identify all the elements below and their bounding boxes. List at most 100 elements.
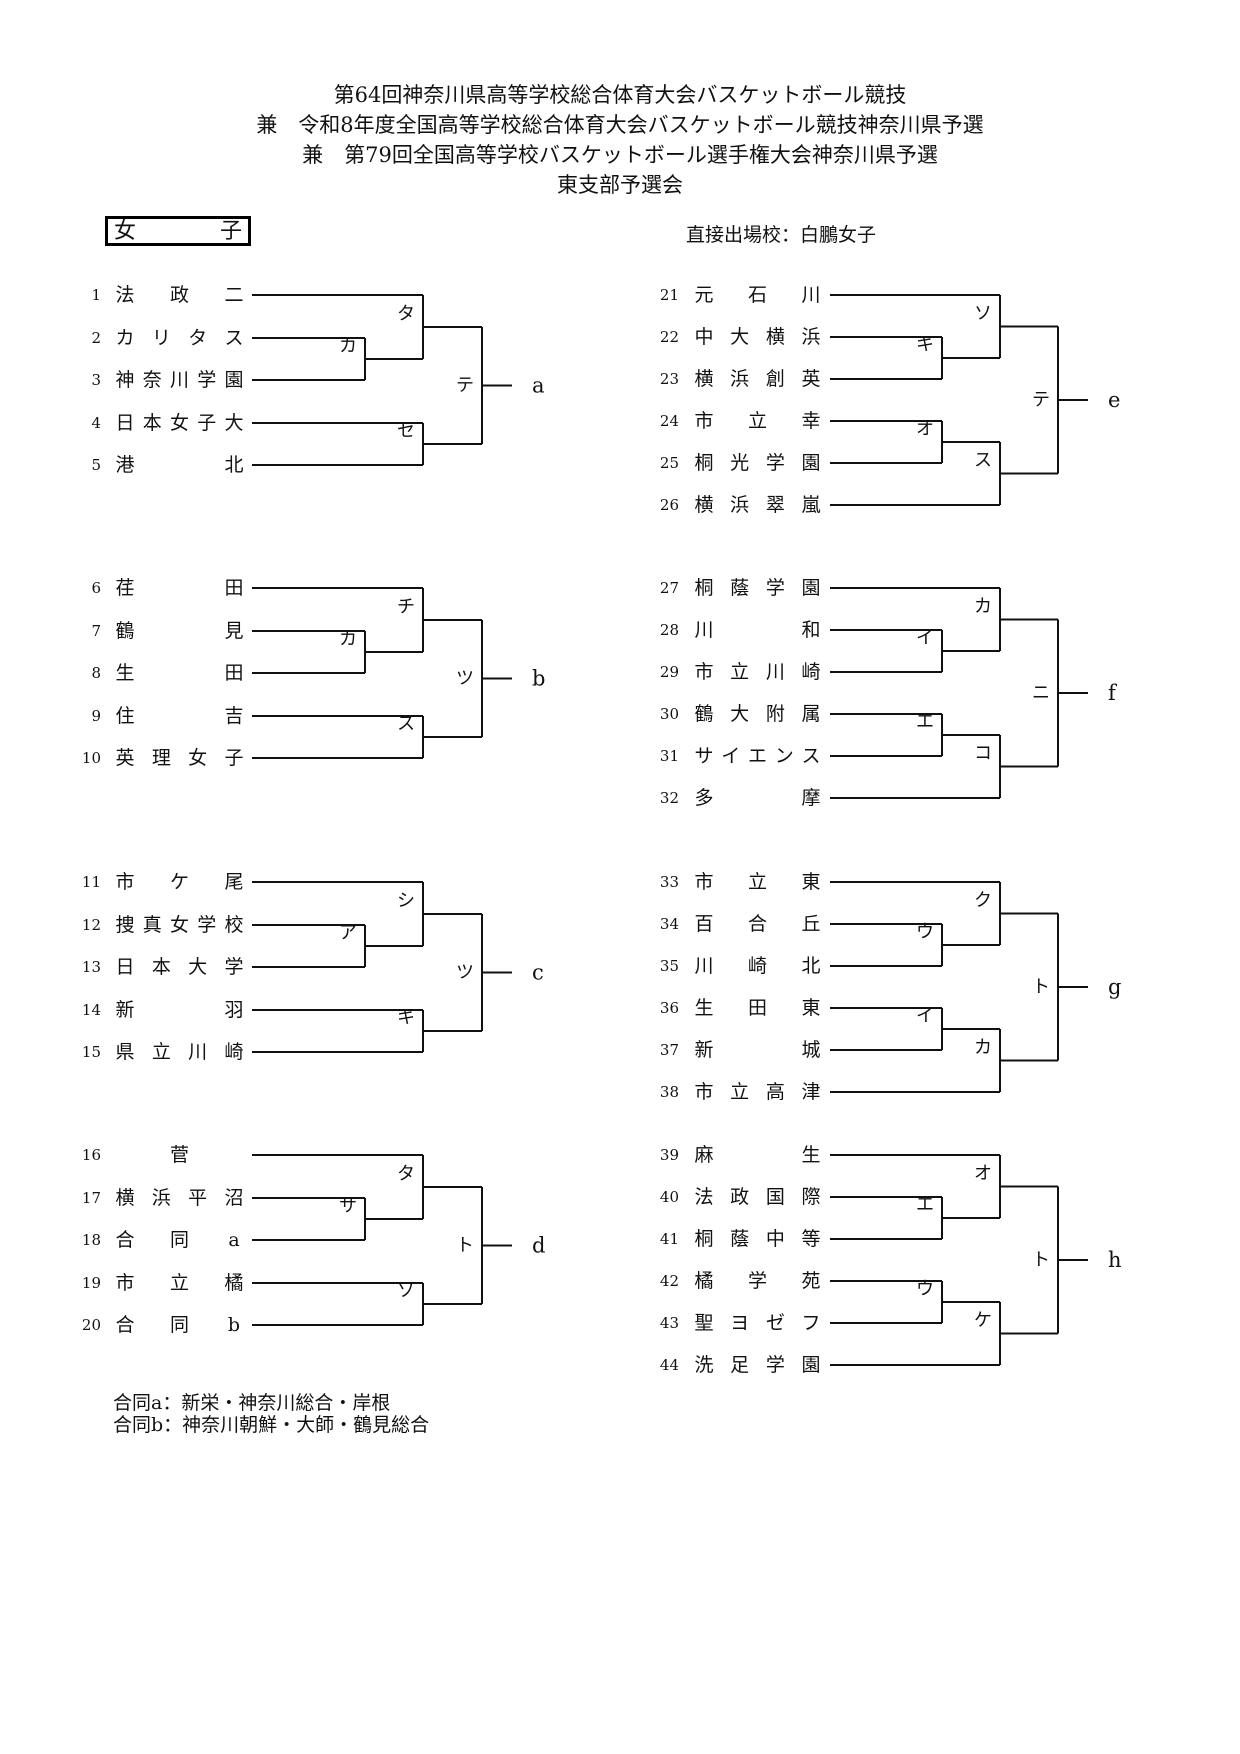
team-name-char: 立 xyxy=(748,871,767,893)
final-match-label: ツ xyxy=(456,668,474,689)
title-line-1: 第64回神奈川県高等学校総合体育大会バスケットボール競技 xyxy=(333,83,907,107)
team-name-char: 立 xyxy=(730,661,749,683)
semifinal-match-label: ス xyxy=(974,450,992,471)
final-match-label: テ xyxy=(1032,390,1050,411)
team-name-char: 幸 xyxy=(801,410,820,432)
team-name-char: 立 xyxy=(730,1081,749,1103)
team-name-char: 田 xyxy=(748,997,767,1019)
semifinal-match-label: セ xyxy=(397,421,415,442)
team-name-char: 市 xyxy=(115,1272,134,1294)
team-name-char: イ xyxy=(721,745,740,767)
team-name-char: 附 xyxy=(766,703,785,725)
seed-number: 25 xyxy=(660,454,679,472)
team-name-char: 子 xyxy=(197,412,216,434)
team-name-char: 捜 xyxy=(115,914,134,936)
seed-number: 29 xyxy=(660,663,679,681)
round1-match-label: エ xyxy=(916,1195,934,1216)
seed-number: 40 xyxy=(660,1188,679,1206)
team-name-char: 市 xyxy=(115,871,134,893)
seed-number: 11 xyxy=(82,873,101,891)
division-label-box: 女 子 xyxy=(105,216,251,246)
team-name-char: 生 xyxy=(801,1144,820,1166)
bracket-output-letter: h xyxy=(1108,1248,1122,1272)
semifinal-match-label: オ xyxy=(974,1163,992,1184)
division-char-2: 子 xyxy=(219,219,242,244)
semifinal-match-label: ソ xyxy=(397,1281,415,1302)
seed-number: 39 xyxy=(660,1146,679,1164)
team-name-char: 鶴 xyxy=(115,620,134,642)
team-name-char: 中 xyxy=(766,1228,785,1250)
team-name-char: 学 xyxy=(766,452,785,474)
team-name-char: ス xyxy=(224,327,243,349)
team-name-char: サ xyxy=(694,745,713,767)
team-name-char: a xyxy=(228,1229,239,1251)
team-name-char: 川 xyxy=(188,1041,207,1063)
semifinal-match-label: ケ xyxy=(974,1310,992,1331)
team-name-char: 見 xyxy=(224,620,243,642)
team-name-char: 立 xyxy=(170,1272,189,1294)
team-name-char: 川 xyxy=(694,619,713,641)
team-name-char: 洗 xyxy=(694,1354,713,1376)
seed-number: 17 xyxy=(82,1189,101,1207)
final-match-label: ト xyxy=(456,1235,474,1256)
team-name-char: 石 xyxy=(748,284,767,306)
team-name-char: 合 xyxy=(748,913,767,935)
round1-match-label: ウ xyxy=(916,1279,934,1300)
team-name-char: 浜 xyxy=(730,368,749,390)
team-name-char: 菅 xyxy=(170,1144,189,1166)
seed-number: 12 xyxy=(82,916,101,934)
joint-team-note-b: 合同b：神奈川朝鮮・大師・鶴見総合 xyxy=(113,1414,430,1436)
team-name-char: 英 xyxy=(801,368,820,390)
team-name-char: 同 xyxy=(170,1314,189,1336)
seed-number: 21 xyxy=(660,286,679,304)
team-name-char: ヨ xyxy=(730,1312,749,1334)
team-name-char: 新 xyxy=(694,1039,713,1061)
seed-number: 7 xyxy=(91,622,101,640)
bracket-output-letter: c xyxy=(532,961,544,985)
team-name-char: 女 xyxy=(188,747,207,769)
team-name-char: 国 xyxy=(766,1186,785,1208)
seed-number: 27 xyxy=(660,579,679,597)
round1-match-label: キ xyxy=(916,335,934,356)
team-name-char: 浜 xyxy=(152,1187,171,1209)
seed-number: 20 xyxy=(82,1316,101,1334)
seed-number: 33 xyxy=(660,873,679,891)
seed-number: 16 xyxy=(82,1146,101,1164)
team-name-char: 創 xyxy=(766,368,785,390)
seed-number: 4 xyxy=(91,414,101,432)
team-name-char: 園 xyxy=(224,369,243,391)
team-name-char: 学 xyxy=(748,1270,767,1292)
team-name-char: ゼ xyxy=(766,1312,785,1334)
round1-match-label: ア xyxy=(339,923,357,944)
team-name-char: 城 xyxy=(801,1039,820,1061)
final-match-label: テ xyxy=(456,375,474,396)
team-name-char: 羽 xyxy=(224,999,243,1021)
team-name-char: 蔭 xyxy=(730,1228,749,1250)
seed-number: 30 xyxy=(660,705,679,723)
team-name-char: 平 xyxy=(188,1187,207,1209)
team-name-char: 大 xyxy=(188,956,207,978)
team-name-char: 園 xyxy=(801,1354,820,1376)
final-match-label: ツ xyxy=(456,962,474,983)
bracket-output-letter: b xyxy=(532,667,545,691)
team-name-char: 学 xyxy=(766,577,785,599)
semifinal-match-label: ク xyxy=(974,890,992,911)
team-name-char: 大 xyxy=(224,412,243,434)
semifinal-match-label: ス xyxy=(397,714,415,735)
team-name-char: ン xyxy=(775,745,794,767)
team-name-char: 園 xyxy=(801,452,820,474)
team-name-char: 翠 xyxy=(766,494,785,516)
team-name-char: 大 xyxy=(730,326,749,348)
bracket-output-letter: g xyxy=(1108,975,1121,999)
team-name-char: 英 xyxy=(115,747,134,769)
team-name-char: カ xyxy=(115,327,134,349)
team-name-char: 吉 xyxy=(224,705,243,727)
team-name-char: フ xyxy=(801,1312,820,1334)
team-name-char: 法 xyxy=(115,284,134,306)
team-name-char: 浜 xyxy=(801,326,820,348)
team-name-char: 際 xyxy=(801,1186,820,1208)
team-name-char: 立 xyxy=(748,410,767,432)
team-name-char: 学 xyxy=(197,369,216,391)
team-name-char: 生 xyxy=(115,662,134,684)
team-name-char: 百 xyxy=(694,913,713,935)
